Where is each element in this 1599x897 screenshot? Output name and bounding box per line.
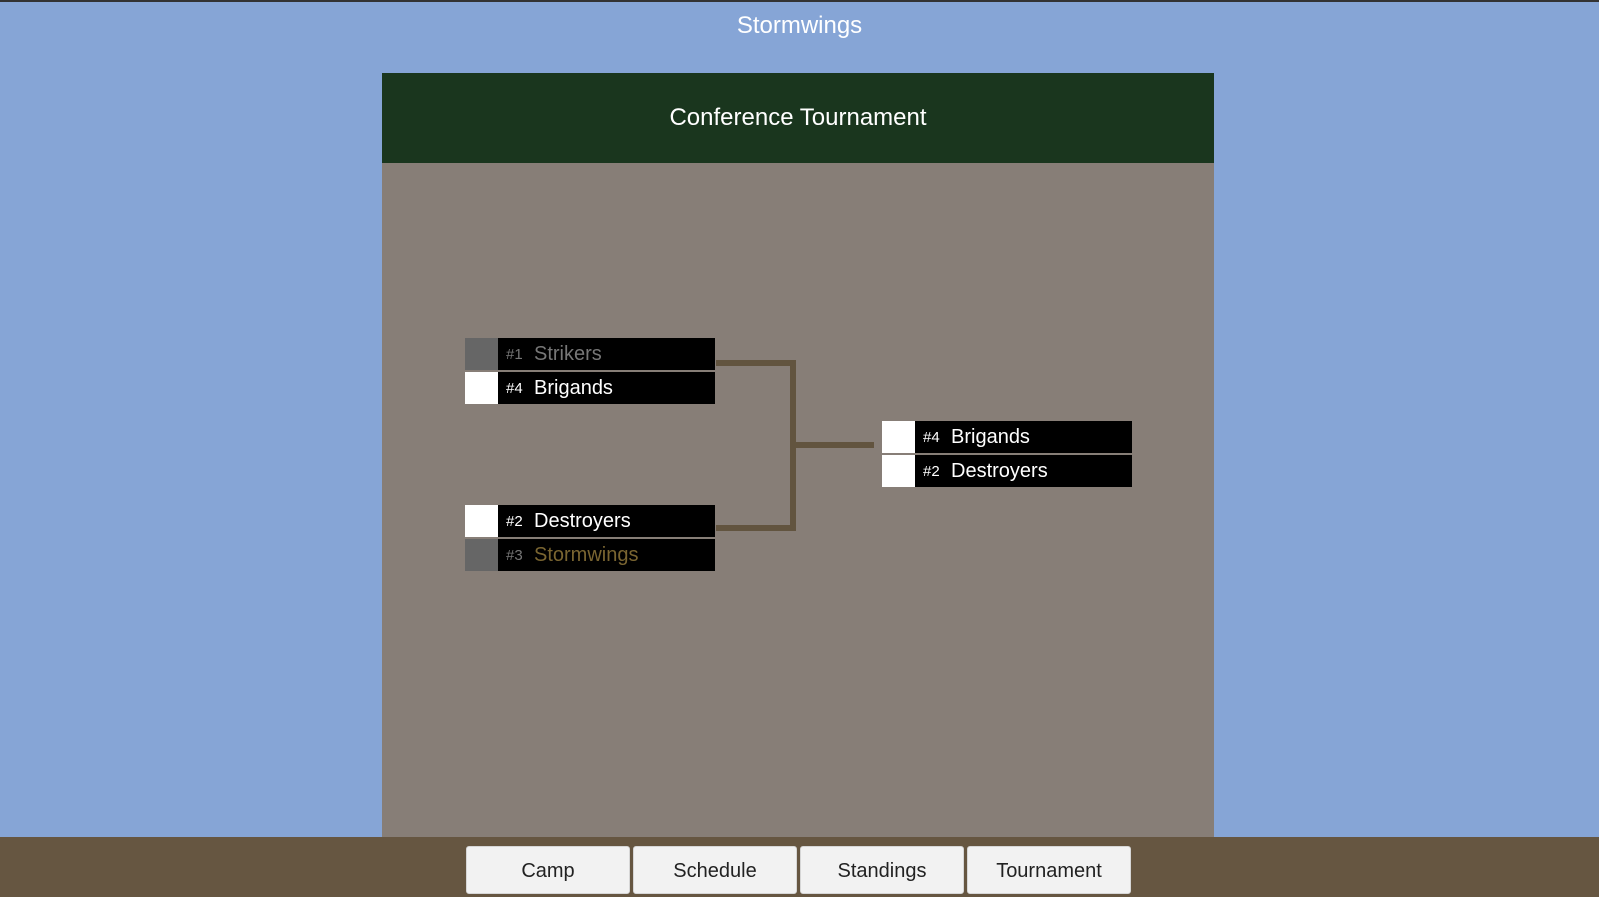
- result-indicator: [465, 505, 498, 537]
- team-name: Destroyers: [951, 459, 1048, 482]
- team-seed: #4: [506, 379, 523, 397]
- tournament-bracket: #1 Strikers #4 Brigands #2 Destroyers: [382, 73, 1214, 837]
- team-seed: #3: [506, 546, 523, 564]
- team-name: Brigands: [951, 425, 1030, 448]
- team-box: #2 Destroyers: [498, 505, 715, 537]
- result-indicator: [465, 338, 498, 370]
- bracket-connector: [716, 360, 796, 366]
- team-row: #1 Strikers: [465, 338, 715, 370]
- final-matchup[interactable]: #4 Brigands #2 Destroyers: [882, 421, 1132, 487]
- team-box: #1 Strikers: [498, 338, 715, 370]
- team-seed: #4: [923, 428, 940, 446]
- team-box: #4 Brigands: [915, 421, 1132, 453]
- team-row: #4 Brigands: [882, 421, 1132, 453]
- standings-button[interactable]: Standings: [800, 846, 964, 894]
- bracket-connector: [790, 442, 874, 448]
- bottom-nav-bar: Camp Schedule Standings Tournament: [0, 837, 1599, 897]
- panel-title: Conference Tournament: [382, 73, 1214, 163]
- team-name: Brigands: [534, 376, 613, 399]
- result-indicator: [882, 421, 915, 453]
- team-seed: #1: [506, 345, 523, 363]
- team-name: Destroyers: [534, 509, 631, 532]
- semifinal-matchup-2[interactable]: #2 Destroyers #3 Stormwings: [465, 505, 715, 571]
- schedule-button[interactable]: Schedule: [633, 846, 797, 894]
- team-name: Stormwings: [534, 543, 639, 566]
- semifinal-matchup-1[interactable]: #1 Strikers #4 Brigands: [465, 338, 715, 404]
- tournament-button[interactable]: Tournament: [967, 846, 1131, 894]
- team-row: #4 Brigands: [465, 372, 715, 404]
- camp-button[interactable]: Camp: [466, 846, 630, 894]
- team-name: Strikers: [534, 342, 602, 365]
- team-box: #4 Brigands: [498, 372, 715, 404]
- tournament-panel: Conference Tournament #1 Strikers #4 Bri…: [382, 73, 1214, 837]
- bracket-connector: [716, 525, 796, 531]
- team-row: #2 Destroyers: [465, 505, 715, 537]
- team-row: #2 Destroyers: [882, 455, 1132, 487]
- result-indicator: [465, 539, 498, 571]
- team-row: #3 Stormwings: [465, 539, 715, 571]
- team-seed: #2: [506, 512, 523, 530]
- team-box: #2 Destroyers: [915, 455, 1132, 487]
- result-indicator: [465, 372, 498, 404]
- team-seed: #2: [923, 462, 940, 480]
- app-title: Stormwings: [736, 12, 863, 39]
- team-box: #3 Stormwings: [498, 539, 715, 571]
- result-indicator: [882, 455, 915, 487]
- nav-buttons: Camp Schedule Standings Tournament: [466, 846, 1131, 894]
